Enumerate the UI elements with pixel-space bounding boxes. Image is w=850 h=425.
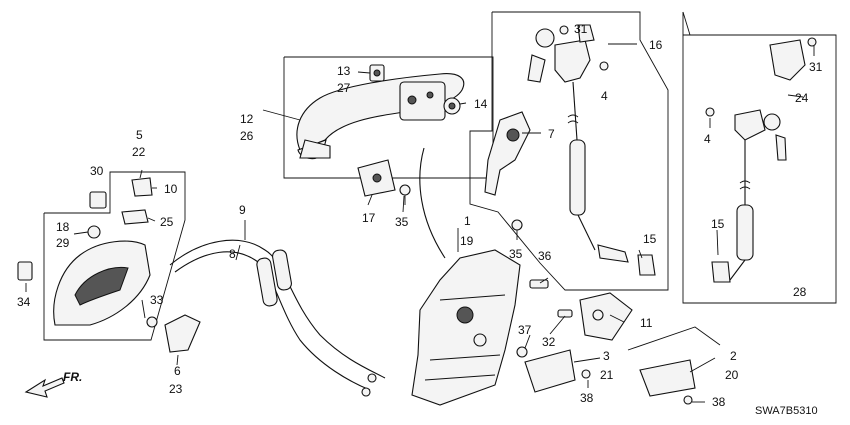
front-direction-arrow: FR.: [24, 370, 82, 398]
clip-30: [89, 191, 107, 209]
diagram-code: SWA7B5310: [755, 405, 818, 417]
callout-38-left: 38: [580, 391, 594, 405]
callout-20: 20: [725, 368, 739, 382]
outside-door-handle: [296, 73, 465, 160]
screw-38-right: [683, 395, 693, 405]
screw-38-left: [581, 369, 591, 379]
direction-label: FR.: [63, 370, 82, 384]
callout-38-right: 38: [712, 395, 726, 409]
callout-numbers: 12 26 13 27 14 17 35 31 16 4 7 15 35 31 …: [17, 22, 823, 409]
screw-4-upper: [599, 61, 609, 71]
clip-15-left: [637, 254, 656, 276]
screw-33: [146, 316, 158, 328]
callout-28: 28: [793, 285, 807, 299]
callout-23: 23: [169, 382, 183, 396]
callout-3: 3: [603, 349, 610, 363]
callout-24: 24: [795, 91, 809, 105]
striker-11: [579, 292, 633, 341]
callout-17: 17: [362, 211, 376, 225]
callout-1: 1: [464, 214, 471, 228]
callout-12: 12: [240, 112, 254, 126]
screw-31-right: [807, 37, 817, 47]
clip-34: [17, 261, 33, 281]
callout-29: 29: [56, 236, 70, 250]
callout-15-right: 15: [711, 217, 725, 231]
callout-36: 36: [538, 249, 552, 263]
callout-35-lower: 35: [509, 247, 523, 261]
callout-31-upper: 31: [574, 22, 588, 36]
cover-3: [524, 349, 576, 393]
callout-14: 14: [474, 97, 488, 111]
callout-7: 7: [548, 127, 555, 141]
callout-19: 19: [460, 234, 474, 248]
callout-6: 6: [174, 364, 181, 378]
door-latch-actuator: [411, 147, 521, 406]
cover-6: [164, 314, 201, 353]
clip-18: [87, 225, 101, 239]
callout-30: 30: [90, 164, 104, 178]
grommet-14: [443, 97, 461, 115]
bolt-35-upper: [399, 184, 411, 205]
screw-4-right: [705, 107, 715, 117]
clip-10: [131, 177, 153, 197]
key-cylinder-assembly-16: [527, 24, 629, 263]
leader-lines: [25, 43, 815, 403]
bolt-32: [557, 309, 573, 318]
callout-26: 26: [240, 129, 254, 143]
callout-21: 21: [600, 368, 614, 382]
callout-10: 10: [164, 182, 178, 196]
callout-11: 11: [640, 316, 653, 330]
callout-32: 32: [542, 335, 556, 349]
callout-5: 5: [136, 128, 143, 142]
key-rod-assembly-28: [711, 39, 806, 283]
callout-37: 37: [518, 323, 532, 337]
cover-2: [639, 359, 696, 397]
callout-35-upper: 35: [395, 215, 409, 229]
bolt-36: [529, 279, 549, 289]
callout-27: 27: [337, 81, 351, 95]
bolt-37: [516, 346, 528, 358]
callout-33: 33: [150, 293, 164, 307]
callout-16: 16: [649, 38, 663, 52]
callout-34: 34: [17, 295, 31, 309]
bolt-35-lower: [511, 219, 523, 240]
callout-13: 13: [337, 64, 351, 78]
inside-door-handle: [53, 240, 151, 326]
callout-8: 8: [229, 247, 236, 261]
callout-18: 18: [56, 220, 70, 234]
callout-2: 2: [730, 349, 737, 363]
clip-25: [121, 209, 149, 225]
screw-31-upper: [559, 25, 569, 35]
handle-bracket-17: [357, 159, 396, 197]
latch-cables: [169, 239, 386, 397]
callout-15-left: 15: [643, 232, 657, 246]
cylinder-bracket-7: [484, 111, 531, 196]
callout-9: 9: [239, 203, 246, 217]
callout-31-right: 31: [809, 60, 823, 74]
callout-4-upper: 4: [601, 89, 608, 103]
callout-22: 22: [132, 145, 146, 159]
callout-25: 25: [160, 215, 174, 229]
handle-clip-13: [369, 64, 385, 82]
callout-4-right: 4: [704, 132, 711, 146]
